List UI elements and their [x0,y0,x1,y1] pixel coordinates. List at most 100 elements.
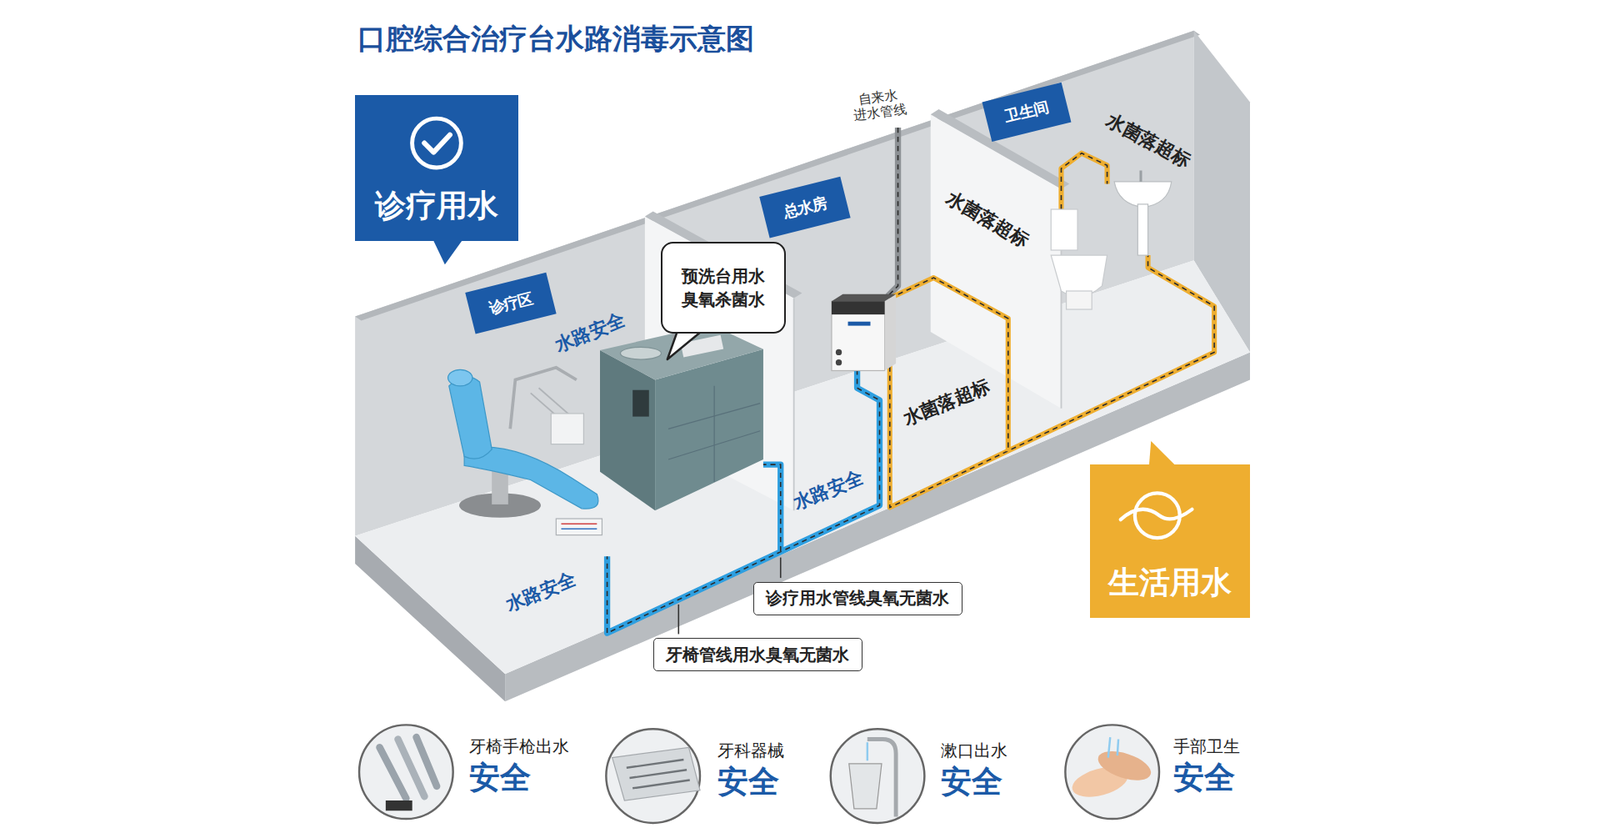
safety-item: 手部卫生安全 [1173,736,1240,796]
category-callout: 生活用水 [1090,464,1250,618]
toilet-bowl [1050,255,1107,297]
flow-dashes [890,277,1009,451]
box-label: 生活用水 [1108,564,1232,601]
water-stream [866,741,869,760]
pipe-note: 自来水 进水管线 [850,85,909,124]
box-label: 诊疗用水 [375,187,499,225]
flow-dashes [1060,153,1107,210]
room-sign: 卫生间 [981,82,1071,142]
photo-circle [1065,724,1160,819]
safety-label: 水路安全 [551,308,629,356]
box-sublabel: 安全 [717,763,780,800]
instrument [630,769,688,778]
sink-basin [620,346,661,360]
machine-outlet [835,349,842,355]
safety-item: 牙椅手枪出水安全 [469,736,570,796]
water-stream [1108,736,1110,757]
domestic-water-pipe [890,277,1009,451]
box-label: 手部卫生 [1173,736,1240,757]
diagram-title: 口腔综合治疗台水路消毒示意图 [357,20,755,59]
pipe-body [763,464,781,551]
box-sublabel: 安全 [940,763,1003,800]
flow-dashes [887,127,898,296]
instrument [626,759,685,768]
category-callout: 诊疗用水 [355,95,519,241]
tray-tool [560,528,597,530]
safety-item: 漱口出水安全 [940,740,1008,800]
warning-label: 水菌落超标 [942,186,1033,252]
warning-label: 水菌落超标 [900,375,994,431]
toilet-base [1066,290,1093,310]
instrument-plate [612,746,700,800]
box-label: 牙椅管线用水臭氧无菌水 [665,645,850,665]
tap-water-pipe [887,127,898,296]
machine-badge [848,321,871,326]
disinfection-machine [831,300,885,370]
handpiece-holder [385,800,413,810]
illustration [355,30,1250,823]
pipe-tag: 诊疗用水管线臭氧无菌水 [753,581,963,615]
chair-back [449,376,492,460]
room-sign: 诊疗区 [465,272,558,335]
pipe-body [1060,153,1107,210]
bubble-tail [667,330,703,360]
domestic-water-pipe [1060,153,1107,210]
machine-top [831,294,896,302]
callout-pointer [432,239,464,265]
water-icon [1090,464,1250,556]
photo-circle [830,728,925,823]
box-label: 牙科器械 [717,740,785,761]
box-label: 诊疗区 [487,288,536,317]
basin-pedestal [1137,204,1148,255]
leader-line [780,557,782,578]
toilet-tank [1050,209,1078,250]
safety-label: 水路安全 [502,567,580,615]
box-label: 卫生间 [1002,97,1051,126]
room-sign: 总水房 [759,175,851,238]
box-sublabel: 安全 [1173,759,1235,796]
warning-label: 水菌落超标 [1102,109,1195,172]
box-label: 漱口出水 [940,740,1008,761]
box-label: 预洗台用水 臭氧杀菌水 [679,264,769,312]
machine-outlet [835,359,842,365]
pipe-tag: 牙椅管线用水臭氧无菌水 [653,637,863,671]
rinse-cup [849,763,882,809]
instrument [632,780,690,789]
safety-label: 水路安全 [790,465,868,514]
box-label: 诊疗用水管线臭氧无菌水 [765,588,950,609]
speech-bubble: 预洗台用水 臭氧杀菌水 [660,241,785,334]
drawer-line [714,385,715,482]
callout-pointer [1149,440,1177,467]
pipe-body [890,277,1009,451]
leader-line [677,604,680,635]
wash-basin [1114,181,1172,208]
spittoon-unit [550,413,584,445]
hand [1094,745,1155,785]
floor [355,260,1250,674]
machine-side [885,294,896,371]
photo-circle [359,724,454,819]
rinse-faucet [867,739,896,817]
chair-headrest [448,369,473,386]
box-label: 牙椅手枪出水 [469,736,570,757]
water-stream [1117,739,1119,756]
pipe-body [887,127,898,296]
instrument-tray [555,518,602,535]
check-mark [424,135,450,153]
water-swoosh [1120,509,1192,520]
wall-edge [793,298,795,511]
soap-dispenser [632,390,650,417]
photo-circle [605,728,700,823]
check-icon [355,95,519,187]
basin-faucet [1139,170,1142,181]
machine-panel [831,300,885,315]
back-wall [355,30,1195,536]
safety-item: 牙科器械安全 [717,740,785,800]
box-label: 总水房 [780,192,830,221]
handpiece [416,736,437,786]
flow-dashes [763,464,781,551]
tray-tool [560,522,597,524]
